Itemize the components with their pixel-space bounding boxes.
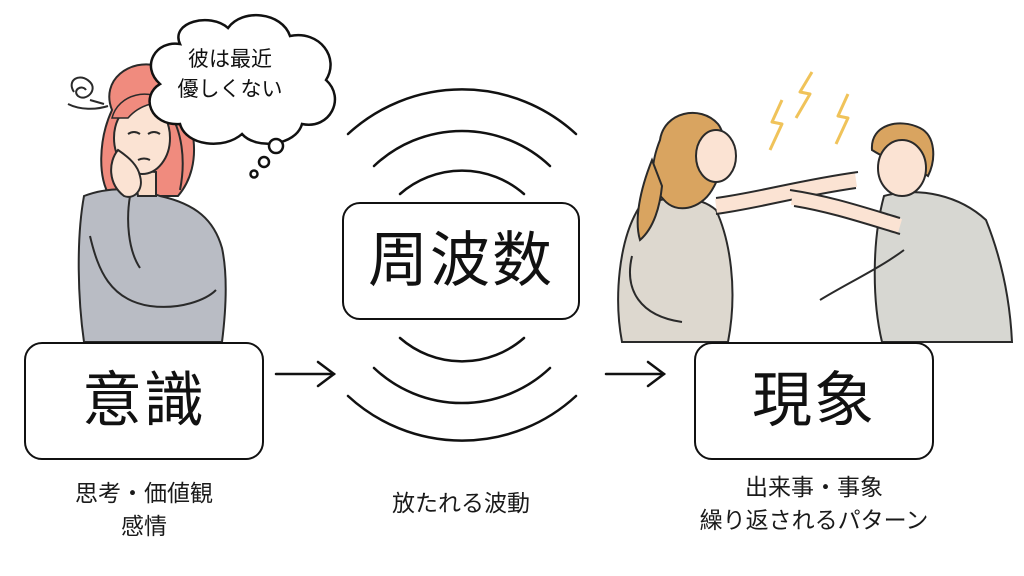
caption-line: 思考・価値観 <box>75 481 213 507</box>
consciousness-caption: 思考・価値観 感情 <box>24 478 264 544</box>
caption-line: 放たれる波動 <box>392 491 530 517</box>
thought-bubble-icon <box>148 14 337 179</box>
frequency-label: 周波数 <box>368 226 554 296</box>
thought-line-2: 優しくない <box>177 77 283 101</box>
consciousness-box: 意識 <box>24 342 264 460</box>
wave-arcs-icon <box>346 88 578 442</box>
confusion-scribble-icon <box>67 76 109 110</box>
thought-line-1: 彼は最近 <box>188 47 272 71</box>
caption-line: 感情 <box>121 514 167 540</box>
phenomenon-caption: 出来事・事象 繰り返されるパターン <box>664 472 964 538</box>
frequency-box: 周波数 <box>342 202 580 320</box>
arrow-right-icon <box>604 360 667 388</box>
thought-bubble-text: 彼は最近 優しくない <box>160 44 300 104</box>
arrow-right-icon <box>274 360 337 388</box>
caption-line: 出来事・事象 <box>745 475 883 501</box>
lightning-bolt-icon <box>768 71 850 151</box>
caption-line: 繰り返されるパターン <box>699 508 929 534</box>
frequency-caption: 放たれる波動 <box>342 488 580 521</box>
phenomenon-box: 現象 <box>694 342 934 460</box>
arguing-couple-illustration <box>617 111 1014 343</box>
phenomenon-label: 現象 <box>752 366 876 436</box>
consciousness-label: 意識 <box>82 366 206 436</box>
